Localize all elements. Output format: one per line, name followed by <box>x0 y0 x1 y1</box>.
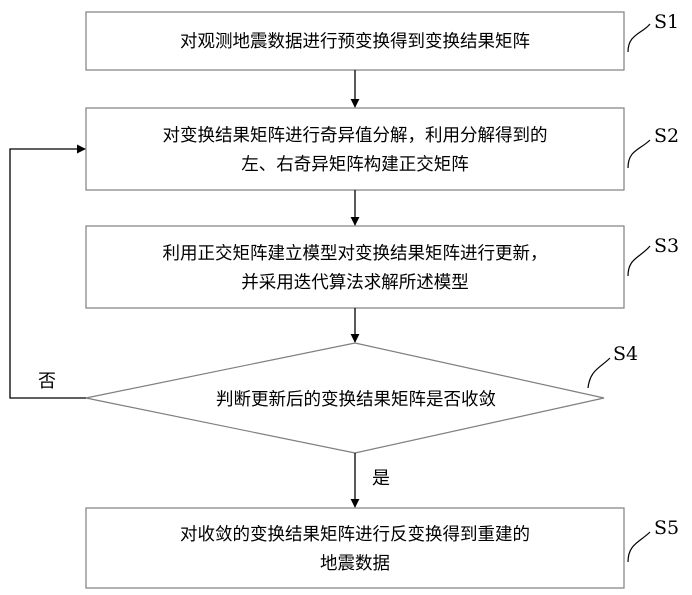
label-leader-s5 <box>628 532 650 562</box>
step-s2-text-line-2: 左、右奇异矩阵构建正交矩阵 <box>241 155 469 175</box>
branch-label-no: 否 <box>38 371 56 392</box>
branch-label-yes: 是 <box>372 468 390 489</box>
step-s3: 利用正交矩阵建立模型对变换结果矩阵进行更新， 并采用迭代算法求解所述模型 <box>86 226 624 308</box>
label-s5: S5 <box>654 517 679 539</box>
step-s2-box <box>86 108 624 190</box>
label-leader-s3 <box>628 246 650 276</box>
step-s5-text-line-2: 地震数据 <box>320 554 390 574</box>
step-s5-box <box>86 508 624 588</box>
arrow-s4-no-loop <box>10 149 86 398</box>
step-s1: 对观测地震数据进行预变换得到变换结果矩阵 <box>86 12 624 70</box>
label-s3: S3 <box>654 235 679 257</box>
step-s1-text-line-1: 对观测地震数据进行预变换得到变换结果矩阵 <box>180 32 530 52</box>
step-s3-text-line-2: 并采用迭代算法求解所述模型 <box>241 273 469 293</box>
step-label-s4: S4 <box>588 343 638 388</box>
step-s5: 对收敛的变换结果矩阵进行反变换得到重建的 地震数据 <box>86 508 624 588</box>
step-label-s5: S5 <box>628 517 679 562</box>
step-label-s2: S2 <box>628 125 679 168</box>
step-label-s1: S1 <box>628 11 679 52</box>
label-leader-s2 <box>628 140 650 168</box>
label-leader-s4 <box>588 358 610 388</box>
step-s3-box <box>86 226 624 308</box>
step-s4: 判断更新后的变换结果矩阵是否收敛 <box>86 343 604 453</box>
label-s1: S1 <box>654 11 679 33</box>
label-leader-s1 <box>628 24 650 52</box>
step-s5-text-line-1: 对收敛的变换结果矩阵进行反变换得到重建的 <box>180 525 530 545</box>
label-s4: S4 <box>613 343 638 365</box>
step-label-s3: S3 <box>628 235 679 276</box>
label-s2: S2 <box>654 125 679 147</box>
step-s2: 对变换结果矩阵进行奇异值分解，利用分解得到的 左、右奇异矩阵构建正交矩阵 <box>86 108 624 190</box>
step-s3-text-line-1: 利用正交矩阵建立模型对变换结果矩阵进行更新， <box>163 244 548 264</box>
step-s4-text-line-1: 判断更新后的变换结果矩阵是否收敛 <box>216 390 496 410</box>
step-s2-text-line-1: 对变换结果矩阵进行奇异值分解，利用分解得到的 <box>163 126 548 146</box>
